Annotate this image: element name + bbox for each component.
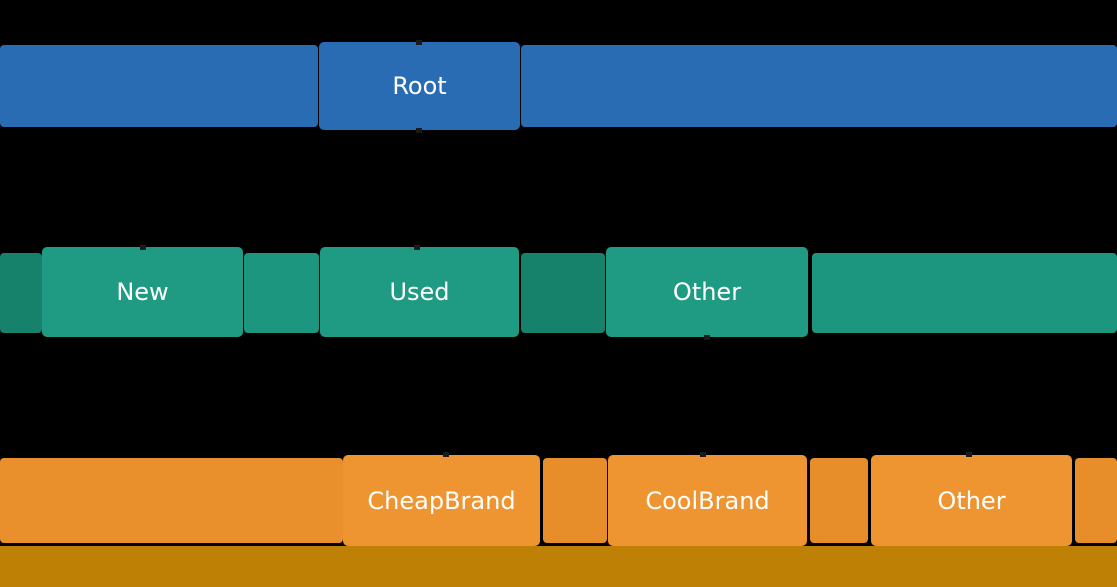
level2-band-d bbox=[1075, 458, 1117, 543]
stub-above-other-brand bbox=[966, 452, 972, 457]
level1-band-a bbox=[0, 253, 42, 333]
node-new-label: New bbox=[116, 278, 169, 306]
node-other-condition: Other bbox=[606, 247, 808, 337]
root-band-left bbox=[0, 45, 318, 127]
node-other-brand: Other bbox=[871, 455, 1072, 546]
node-used-label: Used bbox=[389, 278, 450, 306]
stub-above-coolbrand bbox=[700, 452, 706, 457]
level1-band-c bbox=[521, 253, 605, 333]
level1-band-d bbox=[812, 253, 1117, 333]
bottom-strip bbox=[0, 546, 1117, 587]
level2-band-a bbox=[0, 458, 343, 543]
node-other-condition-label: Other bbox=[672, 278, 742, 306]
node-root-label: Root bbox=[392, 72, 447, 100]
stub-above-new bbox=[140, 245, 146, 250]
node-cheapbrand-label: CheapBrand bbox=[367, 486, 516, 515]
stub-above-root bbox=[416, 40, 422, 45]
stub-above-used bbox=[414, 245, 420, 250]
root-band-right bbox=[521, 45, 1117, 127]
stub-below-root bbox=[416, 128, 422, 133]
level1-band-b bbox=[244, 253, 319, 333]
node-coolbrand-label: CoolBrand bbox=[645, 486, 770, 515]
node-new: New bbox=[42, 247, 243, 337]
stub-below-other-condition bbox=[704, 335, 710, 340]
node-other-brand-label: Other bbox=[937, 486, 1006, 515]
node-coolbrand: CoolBrand bbox=[608, 455, 807, 546]
level2-band-c bbox=[810, 458, 868, 543]
node-root: Root bbox=[319, 42, 520, 130]
node-cheapbrand: CheapBrand bbox=[343, 455, 540, 546]
node-used: Used bbox=[320, 247, 519, 337]
level2-band-b bbox=[543, 458, 607, 543]
stub-above-cheapbrand bbox=[443, 452, 449, 457]
